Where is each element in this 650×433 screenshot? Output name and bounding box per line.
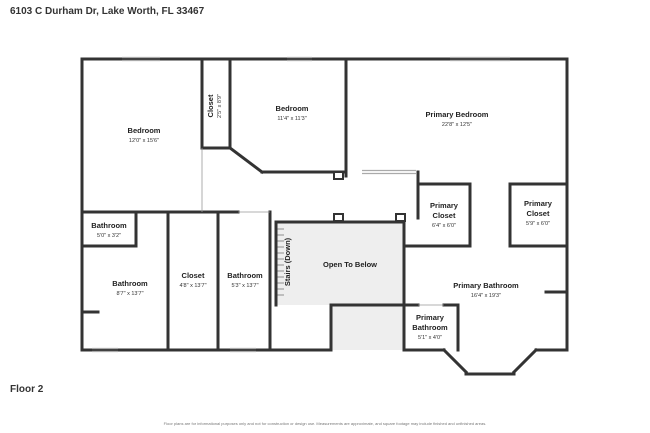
room-dims: 5'9" x 6'0" — [526, 221, 550, 227]
disclaimer-text: Floor plans are for informational purpos… — [163, 421, 487, 426]
room-name: Bathroom — [227, 271, 263, 280]
room-name: Bedroom — [276, 104, 309, 113]
room-name: Closet — [527, 209, 550, 218]
room-name: Stairs (Down) — [283, 237, 292, 286]
room-dims: 4'8" x 13'7" — [179, 283, 206, 289]
room-name: Primary — [416, 313, 445, 322]
room-dims: 12'0" x 15'6" — [129, 138, 159, 144]
room-dims: 2'5" x 8'9" — [217, 94, 223, 118]
wall-post — [333, 213, 344, 222]
room-name: Closet — [433, 211, 456, 220]
room-dims: 5'3" x 13'7" — [231, 283, 258, 289]
wall-post — [395, 213, 406, 222]
room-name: Open To Below — [323, 260, 377, 269]
room-name: Primary Bathroom — [453, 281, 519, 290]
wall-post — [333, 171, 344, 180]
room-name: Primary Bedroom — [426, 110, 489, 119]
windows — [92, 56, 510, 353]
floor-label: Floor 2 — [10, 384, 44, 395]
walls — [80, 57, 569, 376]
room-dims: 6'4" x 6'0" — [432, 223, 456, 229]
room-name: Bathroom — [91, 221, 127, 230]
room-dims: 5'1" x 4'0" — [418, 335, 442, 341]
room-name: Closet — [206, 94, 215, 117]
open-to-below-area — [276, 222, 404, 350]
room-dims: 8'7" x 13'7" — [116, 291, 143, 297]
room-name: Primary — [524, 199, 553, 208]
room-dims: 5'0" x 3'2" — [97, 233, 121, 239]
room-labels: Bedroom 12'0" x 15'6" Closet 2'5" x 8'9"… — [91, 94, 553, 341]
room-name: Bedroom — [128, 126, 161, 135]
room-name: Closet — [182, 271, 205, 280]
room-dims: 11'4" x 11'3" — [277, 116, 306, 122]
room-name: Primary — [430, 201, 459, 210]
address-heading: 6103 C Durham Dr, Lake Worth, FL 33467 — [10, 6, 205, 17]
door-openings — [201, 148, 444, 306]
room-dims: 16'4" x 19'3" — [471, 293, 501, 299]
room-name: Bathroom — [112, 279, 148, 288]
room-name: Bathroom — [412, 323, 448, 332]
room-dims: 22'8" x 12'5" — [442, 122, 472, 128]
